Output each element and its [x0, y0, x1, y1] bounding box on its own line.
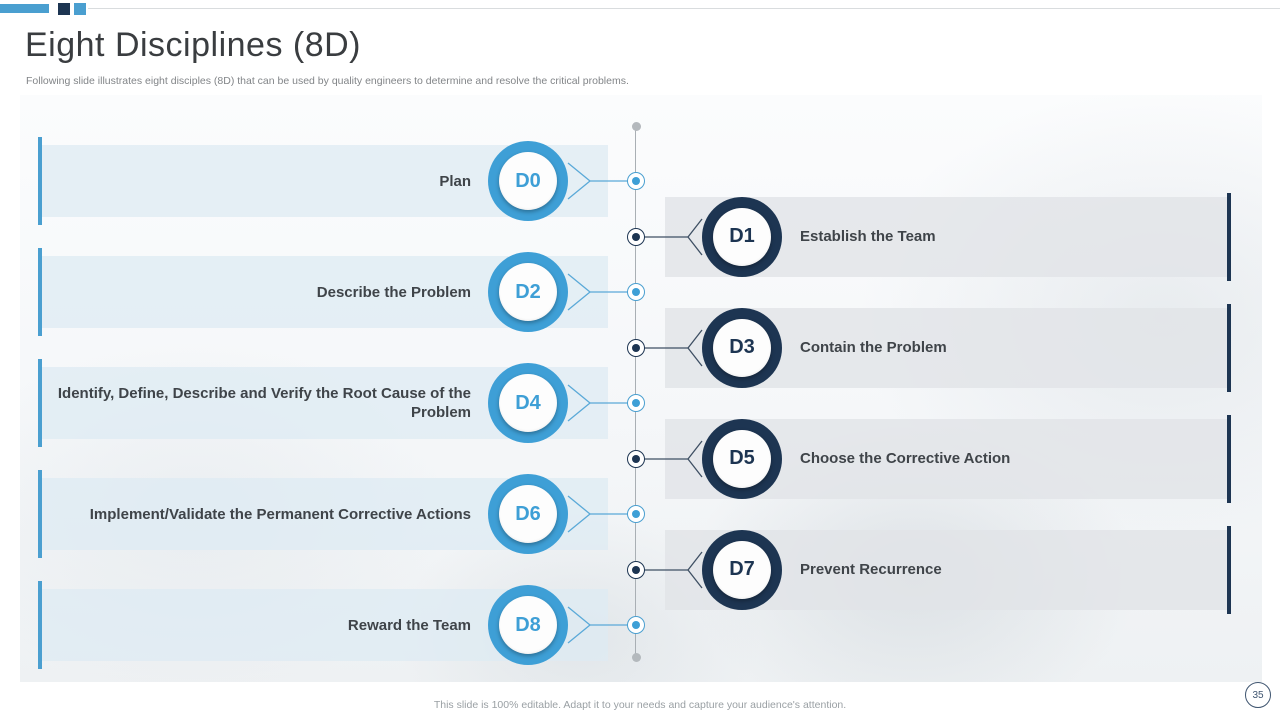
row-accent-bar [1227, 525, 1231, 614]
discipline-id: D1 [729, 225, 755, 247]
timeline-row-d5: Choose the Corrective Action D5 [20, 414, 1262, 503]
row-label: Choose the Corrective Action [800, 450, 1011, 467]
page-number-badge: 35 [1245, 682, 1271, 708]
timeline-end-dot [632, 653, 641, 662]
connector-line [644, 440, 703, 477]
timeline-node [627, 227, 645, 246]
discipline-id: D6 [515, 502, 541, 525]
discipline-id: D8 [515, 613, 541, 636]
header-divider-line [88, 8, 1280, 9]
connector-line [644, 551, 703, 588]
timeline-node-dot [632, 288, 640, 296]
row-label: Implement/Validate the Permanent Correct… [89, 505, 471, 523]
row-label: Contain the Problem [800, 339, 947, 356]
timeline-node [627, 616, 645, 634]
connector-line [567, 162, 628, 200]
discipline-id: D7 [729, 558, 755, 580]
header-accent-square-blue [74, 3, 86, 15]
connector-line [644, 218, 703, 255]
discipline-circle-inner: D4 [499, 374, 557, 432]
timeline-node [627, 338, 645, 357]
timeline-node [627, 172, 645, 190]
header-accent-bar [0, 4, 49, 13]
timeline-start-dot [632, 122, 641, 131]
row-accent-bar [1227, 192, 1231, 281]
row-accent-bar [38, 137, 42, 225]
discipline-circle-d7: D7 [702, 529, 782, 610]
row-accent-bar [38, 359, 42, 447]
page-subtitle: Following slide illustrates eight discip… [26, 75, 629, 87]
row-accent-bar [38, 581, 42, 669]
discipline-circle-inner: D6 [499, 485, 557, 543]
discipline-circle-inner: D7 [713, 540, 771, 599]
connector-line [644, 329, 703, 366]
timeline-row-d3: Contain the Problem D3 [20, 303, 1262, 392]
header-accent-square-navy [58, 3, 70, 15]
timeline-node [627, 505, 645, 523]
discipline-id: D4 [515, 391, 541, 414]
timeline-node-dot [632, 510, 640, 518]
discipline-circle-d5: D5 [702, 418, 782, 499]
timeline-row-d0: Plan D0 [20, 137, 1262, 225]
timeline-node [627, 449, 645, 468]
timeline-row-d8: Reward the Team D8 [20, 581, 1262, 669]
timeline-node-dot [632, 399, 640, 407]
timeline-node [627, 560, 645, 579]
timeline-row-d7: Prevent Recurrence D7 [20, 525, 1262, 614]
discipline-circle-inner: D8 [499, 596, 557, 654]
discipline-circle-inner: D3 [713, 318, 771, 377]
row-label: Reward the Team [347, 616, 471, 634]
timeline-spine [635, 126, 636, 658]
timeline-row-d6: Implement/Validate the Permanent Correct… [20, 470, 1262, 558]
row-label: Describe the Problem [316, 283, 471, 301]
row-label: Identify, Define, Describe and Verify th… [57, 385, 471, 421]
discipline-circle-inner: D5 [713, 429, 771, 488]
discipline-circle-d2: D2 [488, 252, 568, 332]
row-accent-bar [38, 470, 42, 558]
timeline-node [627, 394, 645, 412]
discipline-circle-inner: D2 [499, 263, 557, 321]
timeline-node-dot [632, 454, 640, 463]
page-title: Eight Disciplines (8D) [25, 26, 361, 64]
discipline-circle-d8: D8 [488, 585, 568, 665]
row-accent-bar [1227, 303, 1231, 392]
row-label: Establish the Team [800, 228, 936, 245]
timeline-node-dot [632, 621, 640, 629]
row-accent-bar [38, 248, 42, 336]
connector-line [567, 273, 628, 311]
timeline-node [627, 283, 645, 301]
discipline-id: D2 [515, 280, 541, 303]
timeline-node-dot [632, 232, 640, 241]
timeline-row-d2: Describe the Problem D2 [20, 248, 1262, 336]
footer-note: This slide is 100% editable. Adapt it to… [433, 699, 847, 711]
row-label: Plan [439, 172, 471, 190]
timeline-node-dot [632, 565, 640, 574]
timeline-node-dot [632, 177, 640, 185]
discipline-id: D0 [515, 169, 541, 192]
timeline-row-d1: Establish the Team D1 [20, 192, 1262, 281]
discipline-circle-d1: D1 [702, 196, 782, 277]
row-accent-bar [1227, 414, 1231, 503]
discipline-circle-d6: D6 [488, 474, 568, 554]
connector-line [567, 384, 628, 422]
discipline-circle-inner: D1 [713, 207, 771, 266]
discipline-circle-d4: D4 [488, 363, 568, 443]
discipline-circle-inner: D0 [499, 152, 557, 210]
discipline-id: D5 [729, 447, 755, 469]
discipline-id: D3 [729, 336, 755, 358]
timeline-node-dot [632, 343, 640, 352]
timeline-row-d4: Identify, Define, Describe and Verify th… [20, 359, 1262, 447]
discipline-circle-d0: D0 [488, 141, 568, 221]
connector-line [567, 606, 628, 644]
connector-line [567, 495, 628, 533]
row-label: Prevent Recurrence [800, 561, 942, 578]
discipline-circle-d3: D3 [702, 307, 782, 388]
